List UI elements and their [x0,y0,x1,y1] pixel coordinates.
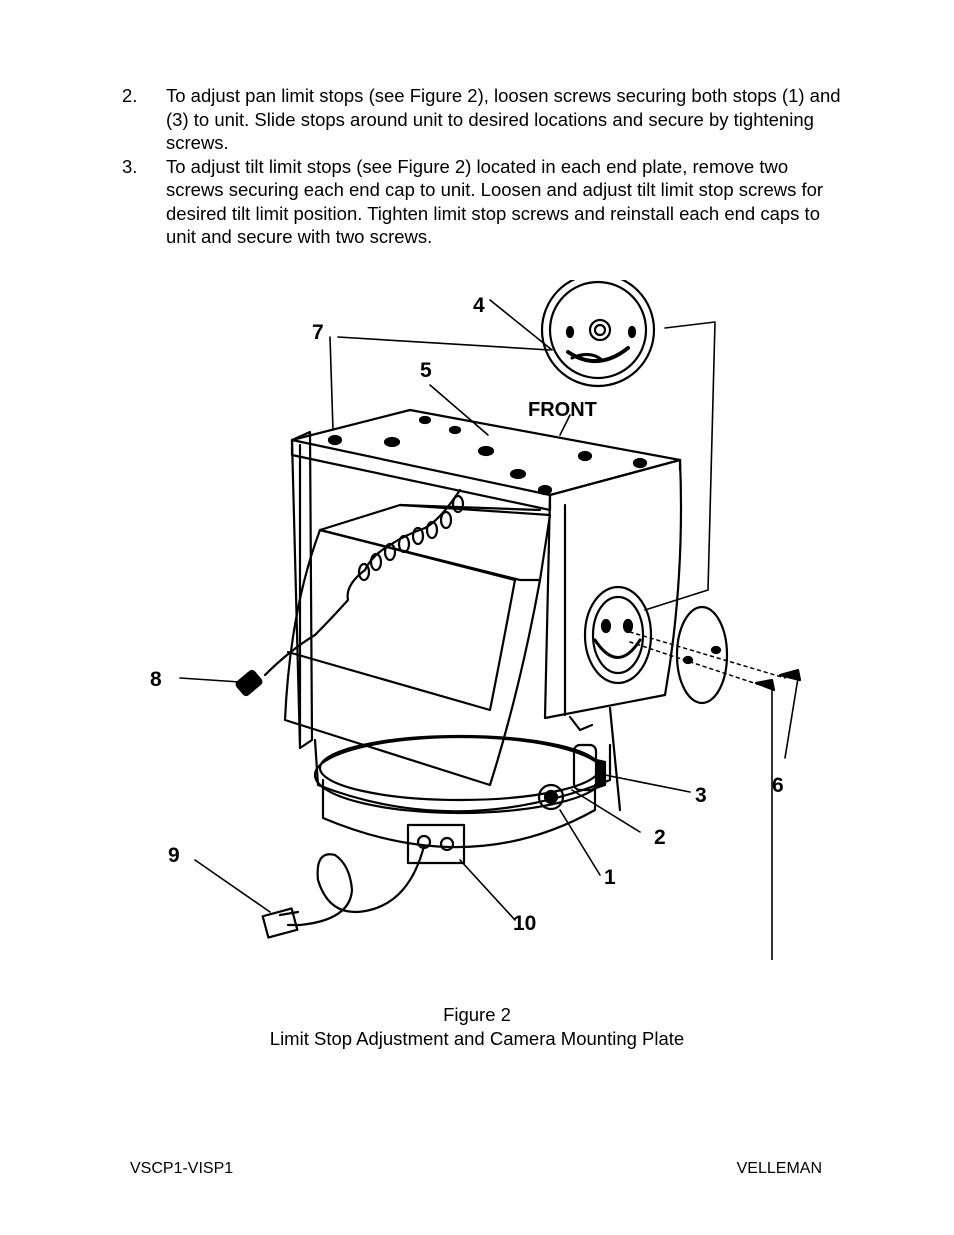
callout-7: 7 [312,321,324,344]
step-2: 2. To adjust pan limit stops (see Figure… [122,84,842,155]
figure-2-diagram: 7 4 5 FRONT 8 3 6 2 1 9 10 [140,280,810,960]
callout-6: 6 [772,774,784,797]
callout-3: 3 [695,784,707,807]
step-3: 3. To adjust tilt limit stops (see Figur… [122,155,842,249]
leader-lines [179,299,799,960]
instruction-steps: 2. To adjust pan limit stops (see Figure… [122,84,842,249]
footer-brand: VELLEMAN [736,1160,822,1177]
end-cap-screws [629,631,802,692]
callout-5: 5 [420,359,432,382]
figure-title: Limit Stop Adjustment and Camera Mountin… [269,1027,685,1049]
step-text: To adjust pan limit stops (see Figure 2)… [166,85,841,153]
tilt-end-plate [583,585,653,685]
yoke-right-arm [543,458,683,812]
yoke-left-arm [290,430,314,750]
step-number: 2. [122,85,138,106]
cable-coil [235,488,465,697]
end-cap [675,605,729,705]
footer-model: VSCP1-VISP1 [130,1160,234,1177]
power-cord [261,844,426,939]
step-text: To adjust tilt limit stops (see Figure 2… [166,155,824,248]
callout-2: 2 [654,826,666,849]
step-number: 3. [122,155,138,177]
figure-number: Figure 2 [443,1004,511,1025]
callout-1: 1 [604,866,616,889]
callout-9: 9 [168,844,180,867]
tilt-stop-detail-inset [540,280,656,388]
camera-housing [283,503,552,787]
figure-caption: Figure 2 Limit Stop Adjustment and Camer… [0,1003,954,1050]
top-mounting-plate [290,408,682,512]
front-label: FRONT [528,399,597,421]
pan-limit-stops [537,743,607,811]
callout-8: 8 [150,668,162,691]
pan-base [313,734,612,865]
callout-10: 10 [513,912,536,935]
callout-4: 4 [473,294,485,317]
